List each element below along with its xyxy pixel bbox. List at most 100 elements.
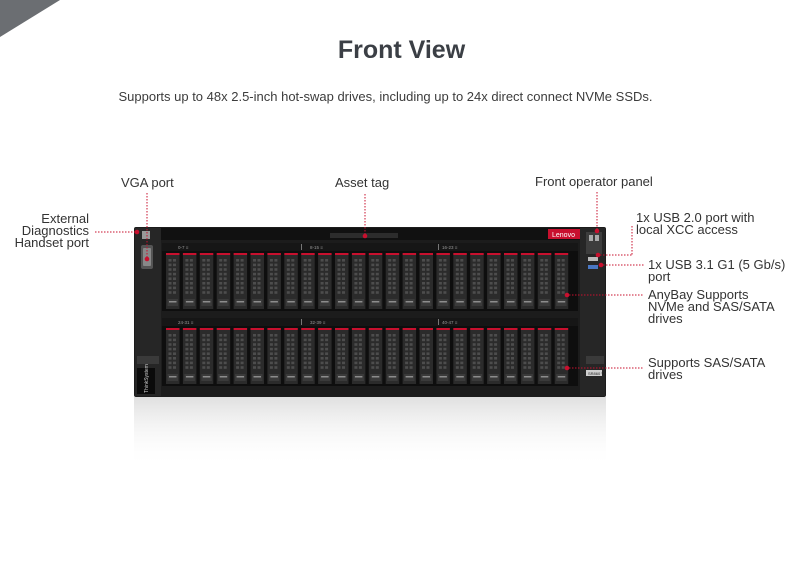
drive-vent: [405, 286, 409, 290]
bottom-drive-bay[interactable]: [453, 328, 467, 384]
drive-vent: [557, 268, 561, 271]
top-drive-bay[interactable]: [233, 253, 248, 309]
drive-vent: [269, 286, 273, 290]
top-drive-bay[interactable]: [318, 253, 332, 309]
drive-vent: [240, 357, 244, 360]
top-drive-bay[interactable]: [470, 253, 484, 309]
top-drive-bay[interactable]: [453, 253, 467, 309]
drive-vent: [168, 338, 172, 342]
bottom-drive-bay[interactable]: [470, 328, 484, 384]
drive-vent: [477, 361, 481, 365]
top-drive-bay[interactable]: [520, 253, 535, 309]
top-drive-bay[interactable]: [368, 253, 383, 309]
bottom-drive-bay[interactable]: [351, 328, 366, 384]
leader-dot-usb3: [598, 262, 604, 268]
bottom-drive-bay[interactable]: [487, 328, 501, 384]
drive-vent: [358, 268, 362, 271]
top-drive-bay[interactable]: [216, 253, 231, 309]
drive-vent: [325, 291, 329, 294]
top-drive-bay[interactable]: [385, 253, 400, 309]
drive-vent: [477, 338, 481, 342]
drive-vent: [405, 277, 409, 280]
drive-vent: [325, 268, 329, 271]
bottom-drive-bay[interactable]: [335, 328, 349, 384]
drive-vent: [236, 338, 240, 342]
bottom-drive-bay[interactable]: [267, 328, 281, 384]
bottom-drive-bay[interactable]: [166, 328, 180, 384]
drive-vent: [240, 347, 244, 351]
top-drive-bay[interactable]: [419, 253, 434, 309]
drive-vent: [561, 282, 565, 285]
usb3-port: [588, 265, 598, 269]
drive-label: [236, 301, 245, 303]
bottom-drive-bay[interactable]: [301, 328, 315, 384]
top-drive-bay[interactable]: [351, 253, 366, 309]
drive-vent: [219, 366, 223, 369]
bottom-drive-bay[interactable]: [504, 328, 518, 384]
top-drive-bay[interactable]: [335, 253, 349, 309]
drive-vent: [257, 361, 261, 365]
drive-vent: [223, 277, 227, 280]
drive-vent: [438, 366, 442, 369]
top-drive-bay[interactable]: [537, 253, 552, 309]
page-subtitle: Supports up to 48x 2.5-inch hot-swap dri…: [118, 89, 653, 104]
bottom-drive-bay[interactable]: [233, 328, 248, 384]
top-drive-bay[interactable]: [436, 253, 450, 309]
brand-plate: [548, 229, 580, 239]
top-drive-bay[interactable]: [182, 253, 197, 309]
top-drive-bay[interactable]: [504, 253, 518, 309]
drive-vent: [342, 338, 345, 342]
top-drive-bay[interactable]: [199, 253, 214, 309]
top-drive-bay[interactable]: [166, 253, 180, 309]
bottom-drive-bay[interactable]: [537, 328, 552, 384]
top-drive-bay[interactable]: [487, 253, 501, 309]
top-drive-bay[interactable]: [301, 253, 315, 309]
ext-diagnostics-port: [142, 231, 150, 239]
drive-vent: [375, 347, 379, 351]
side-brand-plate: [137, 368, 155, 394]
bottom-drive-bay[interactable]: [199, 328, 214, 384]
drive-vent: [426, 259, 430, 262]
drive-vent: [308, 347, 312, 351]
drive-vent: [527, 272, 531, 276]
bottom-drive-bay[interactable]: [419, 328, 434, 384]
top-drive-bay[interactable]: [402, 253, 417, 309]
drive-vent: [320, 347, 324, 351]
drive-vent: [223, 366, 227, 369]
drive-tray-accent: [335, 253, 349, 255]
top-drive-bay[interactable]: [267, 253, 281, 309]
drive-vent: [358, 334, 362, 337]
drive-vent: [286, 259, 290, 262]
drive-vent: [405, 263, 409, 267]
drive-vent: [236, 277, 240, 280]
bottom-drive-bay[interactable]: [368, 328, 383, 384]
bottom-drive-bay[interactable]: [284, 328, 298, 384]
bottom-drive-bay[interactable]: [182, 328, 197, 384]
drive-vent: [561, 357, 565, 360]
drive-vent: [371, 263, 375, 267]
top-drive-bay[interactable]: [284, 253, 298, 309]
callout-line: 1x USB 3.1 G1 (5 Gb/s): [648, 257, 786, 272]
drive-vent: [358, 338, 362, 342]
drive-vent: [223, 361, 227, 365]
top-drive-bay[interactable]: [250, 253, 265, 309]
bottom-drive-bay[interactable]: [385, 328, 400, 384]
drive-vent: [544, 357, 548, 360]
drive-vent: [354, 366, 358, 369]
bottom-drive-bay[interactable]: [250, 328, 265, 384]
drive-vent: [189, 366, 193, 369]
drive-vent: [557, 263, 561, 267]
drive-vent: [253, 291, 256, 294]
callout-line: drives: [648, 311, 683, 326]
bottom-drive-bay[interactable]: [402, 328, 417, 384]
drive-vent: [337, 343, 341, 346]
bottom-drive-bay[interactable]: [318, 328, 332, 384]
bottom-drive-bay[interactable]: [520, 328, 535, 384]
drive-vent: [422, 361, 425, 365]
drive-vent: [173, 343, 176, 346]
bottom-drive-bay[interactable]: [216, 328, 231, 384]
bottom-drive-bay[interactable]: [436, 328, 450, 384]
bottom-drive-bay[interactable]: [554, 328, 569, 384]
drive-vent: [426, 361, 430, 365]
